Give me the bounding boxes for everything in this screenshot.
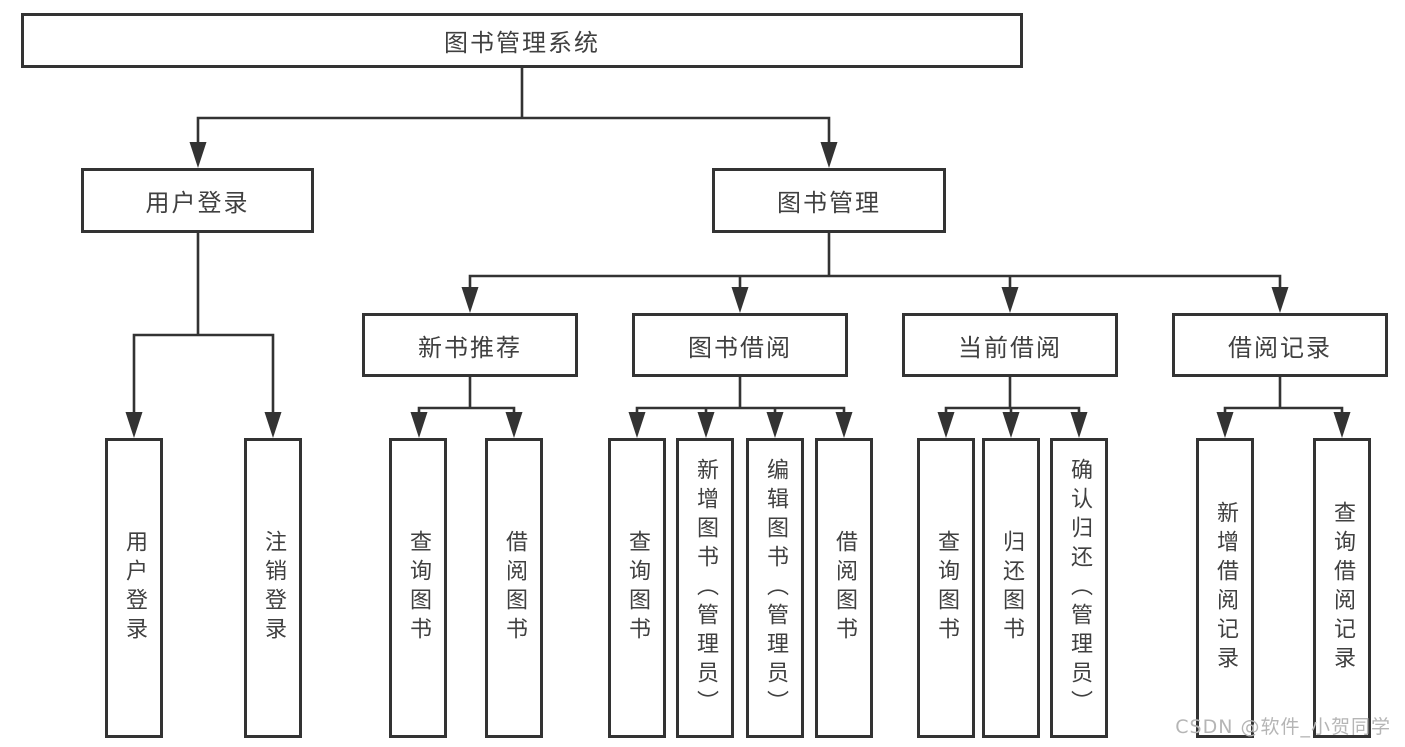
node-user-login-leaf: 用户登录	[105, 438, 163, 738]
arrowhead	[697, 412, 715, 438]
node-borrowing-records: 借阅记录	[1172, 313, 1388, 377]
node-add-borrow-record-label: 新增借阅记录	[1213, 501, 1238, 675]
node-borrow-books-recommend-label: 借阅图书	[502, 530, 527, 646]
arrowhead	[628, 412, 646, 438]
arrowhead	[1002, 412, 1020, 438]
arrowhead	[264, 412, 282, 438]
node-query-books-borrowing: 查询图书	[608, 438, 666, 738]
connector-group-new-book-recommend	[410, 375, 523, 438]
node-confirm-return-admin-label: 确认归还（管理员）	[1067, 457, 1092, 719]
node-return-book-label: 归还图书	[999, 530, 1024, 646]
node-user-login-branch: 用户登录	[81, 168, 314, 233]
arrowhead	[835, 412, 853, 438]
connector-group-user-login	[125, 231, 282, 438]
connector-group-borrowing-records	[1216, 375, 1351, 438]
node-add-book-admin-label: 新增图书（管理员）	[693, 457, 718, 719]
node-logout: 注销登录	[244, 438, 302, 738]
arrowhead	[1001, 287, 1019, 313]
node-logout-label: 注销登录	[261, 530, 286, 646]
node-book-borrowing: 图书借阅	[632, 313, 848, 377]
arrowhead	[1271, 287, 1289, 313]
node-user-login-branch-label: 用户登录	[145, 189, 250, 217]
node-query-books-recommend: 查询图书	[389, 438, 447, 738]
arrowhead	[1216, 412, 1234, 438]
node-book-management-branch-label: 图书管理	[777, 189, 881, 217]
node-add-book-admin: 新增图书（管理员）	[676, 438, 734, 738]
connector-group-book-management	[461, 231, 1289, 313]
arrowhead	[505, 412, 523, 438]
arrowhead	[1333, 412, 1351, 438]
node-return-book: 归还图书	[982, 438, 1040, 738]
arrowhead	[125, 412, 143, 438]
node-borrow-books-borrowing-label: 借阅图书	[832, 530, 857, 646]
node-book-management-system-label: 图书管理系统	[444, 29, 600, 57]
arrowhead	[461, 287, 479, 313]
arrowhead	[1070, 412, 1088, 438]
node-edit-book-admin: 编辑图书（管理员）	[746, 438, 804, 738]
node-current-borrowing: 当前借阅	[902, 313, 1118, 377]
arrowhead	[766, 412, 784, 438]
node-user-login-leaf-label: 用户登录	[122, 530, 147, 646]
arrowhead	[410, 412, 428, 438]
node-query-borrow-record: 查询借阅记录	[1313, 438, 1371, 738]
node-book-management-branch: 图书管理	[712, 168, 946, 233]
node-borrow-books-recommend: 借阅图书	[485, 438, 543, 738]
node-new-book-recommend: 新书推荐	[362, 313, 578, 377]
node-add-borrow-record: 新增借阅记录	[1196, 438, 1254, 738]
node-query-books-current: 查询图书	[917, 438, 975, 738]
node-query-books-borrowing-label: 查询图书	[625, 530, 650, 646]
node-confirm-return-admin: 确认归还（管理员）	[1050, 438, 1108, 738]
node-edit-book-admin-label: 编辑图书（管理员）	[763, 457, 788, 719]
node-query-books-current-label: 查询图书	[934, 530, 959, 646]
arrowhead	[820, 142, 838, 168]
node-book-borrowing-label: 图书借阅	[688, 333, 792, 362]
arrowhead	[189, 142, 207, 168]
node-borrowing-records-label: 借阅记录	[1228, 333, 1332, 362]
node-query-borrow-record-label: 查询借阅记录	[1330, 501, 1355, 675]
arrowhead	[937, 412, 955, 438]
connector-group-book-borrowing	[628, 375, 853, 438]
node-current-borrowing-label: 当前借阅	[958, 333, 1062, 362]
csdn-watermark: CSDN @软件_小贺同学	[1175, 716, 1391, 738]
node-book-management-system: 图书管理系统	[21, 13, 1023, 68]
arrowhead	[731, 287, 749, 313]
node-query-books-recommend-label: 查询图书	[406, 530, 431, 646]
connector-group-current-borrowing	[937, 375, 1088, 438]
node-borrow-books-borrowing: 借阅图书	[815, 438, 873, 738]
connector-group-root	[189, 66, 838, 168]
node-new-book-recommend-label: 新书推荐	[418, 333, 522, 362]
